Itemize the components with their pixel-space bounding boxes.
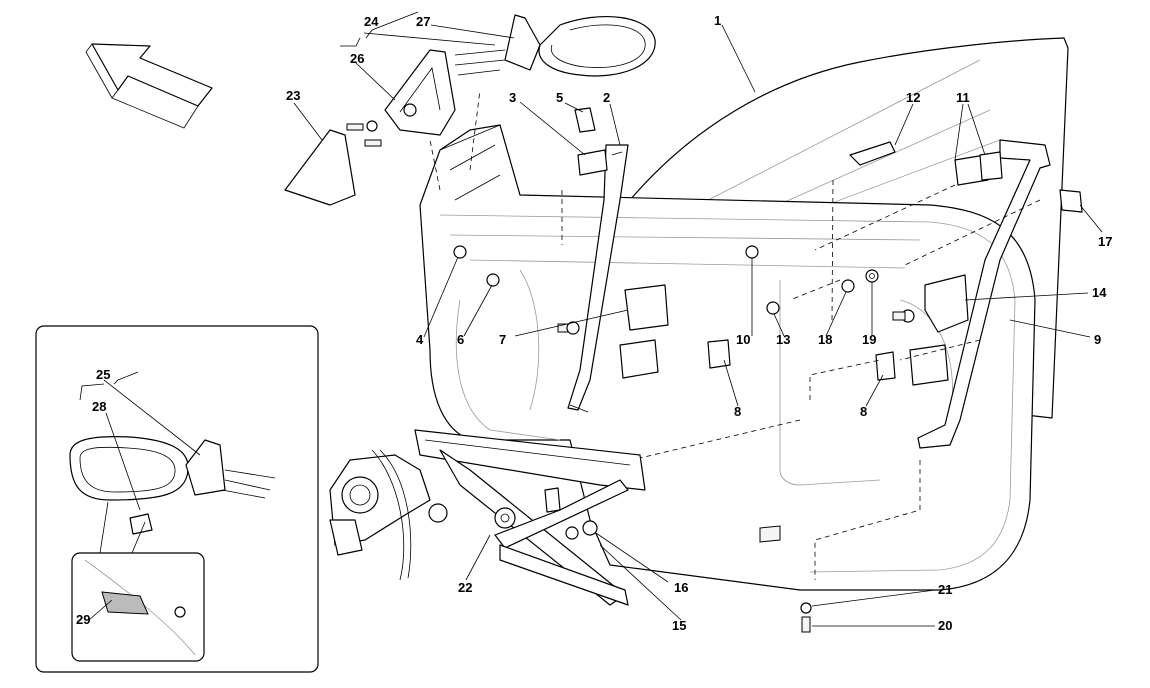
- callout-18: 18: [818, 332, 832, 347]
- callout-24: 24: [364, 14, 379, 29]
- callout-22: 22: [458, 580, 472, 595]
- brackets: [544, 107, 1083, 513]
- callout-4: 4: [416, 332, 424, 347]
- callout-21: 21: [938, 582, 952, 597]
- callout-29: 29: [76, 612, 90, 627]
- callout-8a: 8: [734, 404, 741, 419]
- fasteners: [346, 120, 915, 633]
- window-channel-rear: [567, 144, 629, 413]
- callout-26: 26: [350, 51, 364, 66]
- callout-27: 27: [416, 14, 430, 29]
- callout-17: 17: [1098, 234, 1112, 249]
- mirror-base: [384, 49, 456, 136]
- callout-19: 19: [862, 332, 876, 347]
- dashed-assembly-lines: [429, 89, 1041, 580]
- callout-8b: 8: [860, 404, 867, 419]
- callout-5: 5: [556, 90, 563, 105]
- window-channel-front: [917, 139, 1051, 449]
- callout-20: 20: [938, 618, 952, 633]
- callout-6: 6: [457, 332, 464, 347]
- leader-lines: [79, 11, 1103, 627]
- callout-15: 15: [672, 618, 686, 633]
- callout-9: 9: [1094, 332, 1101, 347]
- window-regulator: [329, 429, 646, 606]
- callout-labels: 1 2 3 4 5 6 7 8 8 9 10 11 12 13 14 15 16…: [76, 13, 1112, 633]
- callout-25: 25: [96, 367, 110, 382]
- callout-2: 2: [603, 90, 610, 105]
- inset-detail-box: [35, 325, 319, 673]
- callout-14: 14: [1092, 285, 1107, 300]
- callout-23: 23: [286, 88, 300, 103]
- callout-1: 1: [714, 13, 721, 28]
- callout-10: 10: [736, 332, 750, 347]
- callout-7: 7: [499, 332, 506, 347]
- mirror-trim-cover: [284, 129, 356, 206]
- callout-11: 11: [956, 90, 970, 105]
- callout-16: 16: [674, 580, 688, 595]
- callout-28: 28: [92, 399, 106, 414]
- mirror-assembly: [454, 14, 656, 77]
- callout-3: 3: [509, 90, 516, 105]
- callout-12: 12: [906, 90, 920, 105]
- callout-13: 13: [776, 332, 790, 347]
- direction-arrow-main: [85, 43, 213, 129]
